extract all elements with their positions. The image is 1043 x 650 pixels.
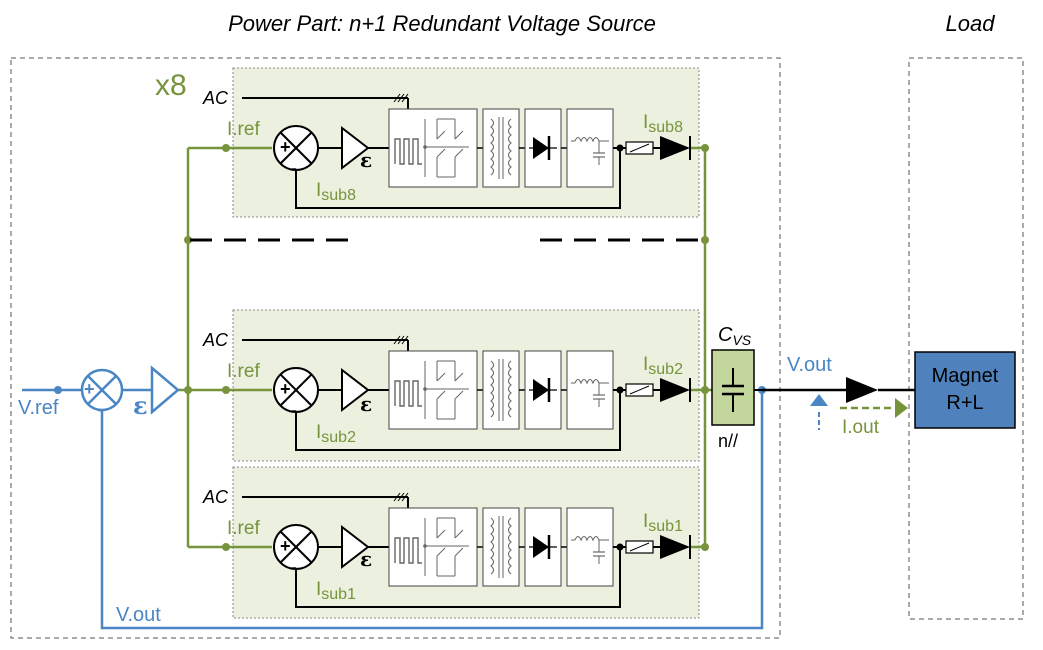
module-1-epsilon: ε: [360, 547, 372, 571]
vref-label: V.ref: [18, 397, 59, 419]
module-8-filter: [566, 108, 614, 188]
module-2-output-diode: [660, 378, 690, 402]
module-2-filter: [566, 350, 614, 430]
module-1-transformer: [482, 507, 520, 587]
output-line: V.out I.out: [762, 354, 915, 438]
module-8-amplifier: [341, 125, 370, 171]
module-8-rectifier: [523, 107, 563, 189]
power-part-title: Power Part: n+1 Redundant Voltage Source: [228, 11, 656, 36]
capacitor-bank: CVS n//: [711, 324, 762, 451]
module-8: AC I.ref + - ε Isub8 Isub8: [202, 88, 691, 209]
voltage-arrow: [810, 394, 828, 406]
module-2-amplifier: [341, 367, 370, 413]
module-8-isub-feedback: Isub8: [316, 180, 356, 204]
load-title: Load: [946, 11, 996, 36]
input-bus: [178, 144, 272, 551]
power-part-boundary: [10, 57, 781, 639]
svg-text:-: -: [291, 400, 297, 420]
module-2-rectifier: [523, 349, 563, 431]
svg-text:-: -: [291, 557, 297, 577]
module-8-epsilon: ε: [360, 148, 372, 172]
module-1: AC I.ref + - ε Isub1 Isub1: [202, 487, 691, 608]
module-1-amplifier: [341, 524, 370, 570]
module-8-ac-label: AC: [202, 88, 229, 108]
output-bus: [690, 144, 712, 551]
svg-text:-: -: [291, 158, 297, 178]
load-boundary: [908, 57, 1024, 620]
outer-epsilon: ε: [133, 391, 148, 420]
magnet-label-line1: Magnet: [932, 365, 999, 387]
module-1-ac-label: AC: [202, 487, 229, 507]
module-8-transformer: [482, 108, 520, 188]
module-2-pwm-inverter: [388, 350, 478, 430]
module-8-iref-label: I.ref: [227, 119, 260, 140]
outer-amplifier: [150, 365, 180, 415]
svg-text:-: -: [98, 399, 104, 419]
module-2-epsilon: ε: [360, 392, 372, 416]
module-8-pwm-inverter: [388, 108, 478, 188]
module-2-isub-top: Isub2: [643, 354, 683, 378]
iout-label: I.out: [842, 417, 880, 438]
module-2-isub-feedback: Isub2: [316, 422, 356, 446]
vout-label: V.out: [787, 354, 832, 376]
module-1-output-diode: [660, 535, 690, 559]
current-arrow: [895, 398, 908, 418]
capacitor-label: CVS: [718, 324, 752, 348]
voltage-loop: + - V.ref ε V.out: [18, 365, 766, 630]
module-2-transformer: [482, 350, 520, 430]
module-2-ac-label: AC: [202, 330, 229, 350]
svg-text:+: +: [84, 379, 95, 399]
capacitor-parallel-label: n//: [718, 431, 738, 451]
module-1-isub-top: Isub1: [643, 511, 683, 535]
svg-text:+: +: [280, 137, 291, 157]
multiplier-label: x8: [155, 69, 187, 102]
module-1-isub-feedback: Isub1: [316, 579, 356, 603]
magnet-load: Magnet R+L: [914, 351, 1016, 429]
module-8-output-diode: [660, 136, 690, 160]
module-1-pwm-inverter: [388, 507, 478, 587]
magnet-label-line2: R+L: [946, 392, 983, 414]
module-2-iref-label: I.ref: [227, 361, 260, 382]
svg-text:+: +: [280, 536, 291, 556]
module-2: AC I.ref + - ε Isub2 Isub2: [202, 330, 691, 451]
module-1-filter: [566, 507, 614, 587]
module-1-rectifier: [523, 506, 563, 588]
module-8-isub-top: Isub8: [643, 112, 683, 136]
svg-text:+: +: [280, 379, 291, 399]
vout-feedback-label: V.out: [116, 604, 161, 626]
module-1-iref-label: I.ref: [227, 518, 260, 539]
